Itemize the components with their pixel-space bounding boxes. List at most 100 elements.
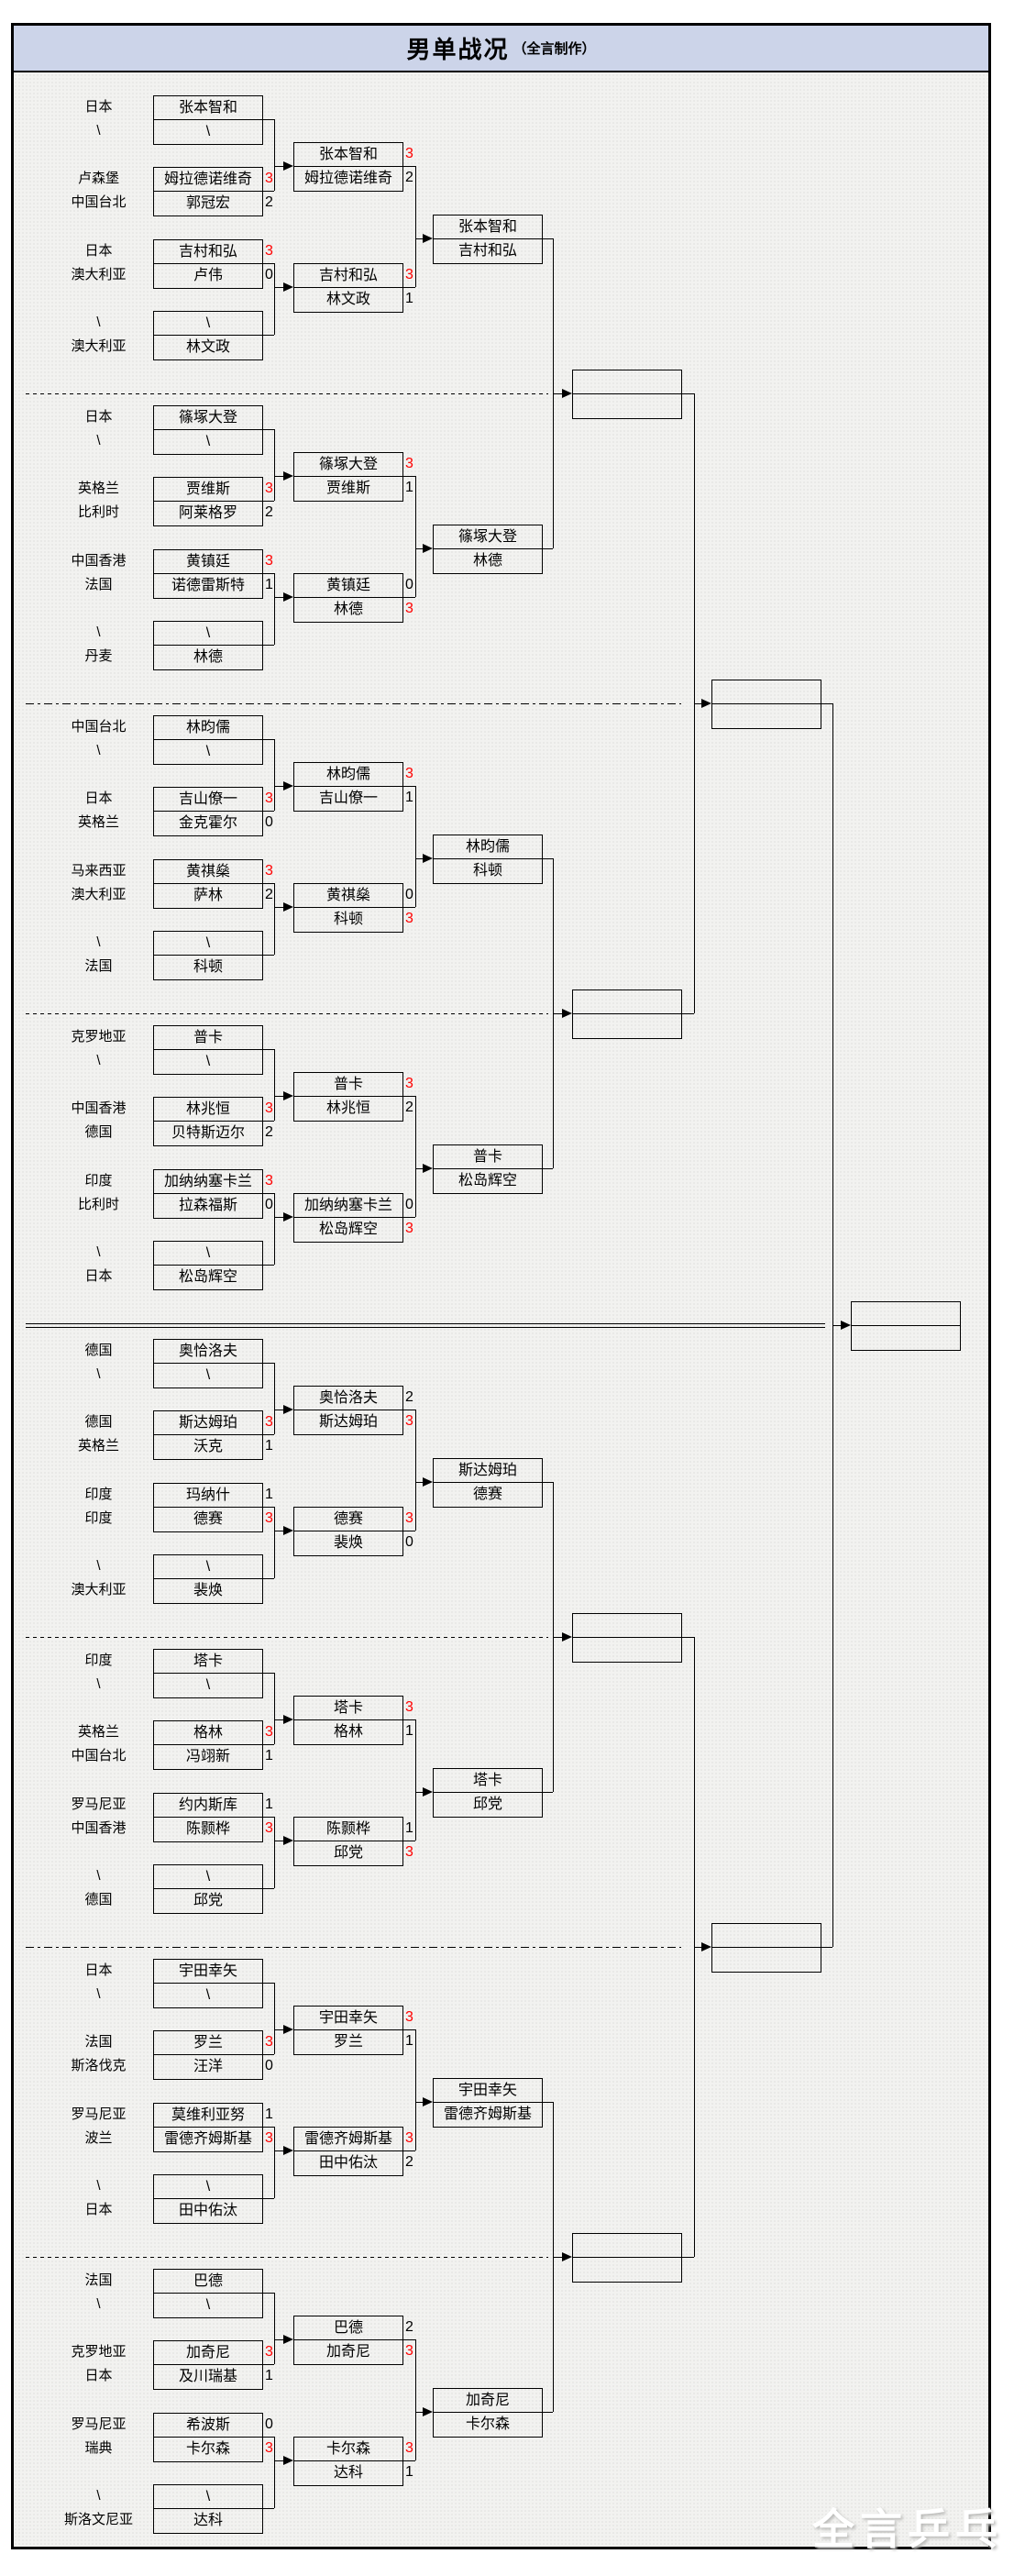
player-name: 张本智和 (154, 96, 262, 120)
middle-divider-double (26, 1323, 825, 1328)
quarterfinal-box (572, 1613, 682, 1663)
country-label: \ (96, 743, 101, 758)
player-name: 斯达姆珀 (154, 1411, 262, 1435)
connector-line (543, 1482, 553, 1483)
country-label: 日本 (84, 2202, 113, 2217)
round1-match-box: 莫维利亚努雷德齐姆斯基 (153, 2103, 263, 2152)
connector-line (403, 2029, 415, 2030)
score: 3 (265, 2344, 273, 2360)
connector-line (274, 1363, 275, 1434)
country-label: 澳大利亚 (71, 887, 127, 902)
country-label: \ (96, 1868, 101, 1884)
player-name (852, 1302, 960, 1326)
player-name (852, 1326, 960, 1350)
player-name: 贾维斯 (325, 481, 370, 496)
score: 3 (405, 1413, 413, 1429)
player-name: 萨林 (193, 888, 223, 903)
connector-line (403, 1719, 415, 1720)
player-name: 德赛 (193, 1511, 223, 1527)
round1-match-box: 贾维斯阿莱格罗 (153, 477, 263, 526)
country-label: 中国香港 (71, 1820, 127, 1836)
connector-line (263, 1744, 274, 1745)
connector-line (274, 2127, 275, 2198)
score: 3 (405, 1699, 413, 1715)
player-name: \ (205, 2297, 211, 2313)
player-name: 斯达姆珀 (434, 1459, 542, 1483)
connector-line (543, 238, 553, 239)
connector-line (274, 2437, 275, 2508)
round3-pairing-box: 宇田幸矢雷德齐姆斯基 (433, 2078, 543, 2128)
country-label: \ (96, 123, 101, 138)
connector-line (274, 476, 284, 477)
country-label: 斯洛伐克 (71, 2058, 127, 2073)
quarterfinal-box (572, 2233, 682, 2283)
section-divider-dashed (26, 2257, 548, 2258)
arrow-icon (283, 1091, 293, 1100)
arrow-icon (283, 2146, 293, 2155)
arrow-icon (701, 699, 711, 708)
score: 0 (265, 2416, 273, 2432)
round1-match-box: 姆拉德诺维奇郭冠宏 (153, 167, 263, 216)
round2-match-box: 陈颢桦邱党 (293, 1817, 403, 1866)
player-name: 普卡 (154, 1026, 262, 1050)
player-name: 黄祺燊 (294, 884, 402, 908)
connector-line (274, 1673, 275, 1744)
country-label: 马来西亚 (71, 863, 127, 879)
connector-line (263, 2364, 274, 2365)
player-name: 雷德齐姆斯基 (443, 2106, 532, 2122)
score: 0 (405, 1197, 413, 1212)
country-label: 斯洛文尼亚 (63, 2512, 133, 2527)
score: 2 (265, 1124, 273, 1140)
watermark: 全言乒乓 (812, 2505, 1003, 2553)
connector-line (403, 166, 415, 167)
player-name: 雷德齐姆斯基 (294, 2128, 402, 2151)
connector-line (274, 1096, 284, 1097)
round3-pairing-box: 加奇尼卡尔森 (433, 2388, 543, 2438)
arrow-icon (423, 1477, 433, 1487)
player-name: 罗兰 (333, 2034, 363, 2050)
connector-line (274, 1049, 275, 1121)
connector-line (403, 2150, 415, 2151)
round1-match-box: 玛纳什德赛 (153, 1483, 263, 1532)
connector-line (263, 573, 274, 574)
arrow-icon (283, 1526, 293, 1535)
player-name: 林文政 (185, 339, 230, 355)
connector-line (403, 1217, 415, 1218)
player-name: \ (154, 622, 262, 646)
player-name: 奥恰洛夫 (294, 1387, 402, 1410)
connector-line (263, 1507, 274, 1508)
connector-line (263, 1265, 274, 1266)
player-name (573, 394, 681, 418)
round3-pairing-box: 斯达姆珀德赛 (433, 1458, 543, 1508)
score: 1 (405, 1820, 413, 1836)
player-name (712, 704, 821, 728)
connector-line (415, 2339, 416, 2460)
country-label: \ (96, 934, 101, 950)
arrow-icon (562, 1009, 572, 1018)
country-label: 德国 (84, 1124, 113, 1140)
round2-match-box: 加纳纳塞卡兰松岛辉空 (293, 1193, 403, 1243)
country-label: 日本 (84, 1268, 113, 1284)
player-name: 希波斯 (154, 2414, 262, 2438)
round1-match-box: 吉山僚一金克霍尔 (153, 787, 263, 836)
country-label: \ (96, 2296, 101, 2312)
connector-line (403, 287, 415, 288)
player-name: 加奇尼 (325, 2344, 370, 2360)
score: 2 (405, 2319, 413, 2335)
connector-line (263, 1888, 274, 1889)
connector-line (543, 548, 553, 549)
connector-line (274, 2029, 284, 2030)
connector-line (274, 2339, 284, 2340)
player-name: \ (205, 434, 211, 449)
connector-line (263, 429, 274, 430)
country-label: 波兰 (84, 2130, 113, 2146)
arrow-icon (283, 2025, 293, 2034)
round1-match-box: 宇田幸矢\ (153, 1959, 263, 2008)
score: 3 (405, 1844, 413, 1860)
player-name: \ (154, 312, 262, 336)
country-label: \ (96, 1676, 101, 1692)
country-label: 中国香港 (71, 553, 127, 569)
connector-line (821, 1947, 832, 1948)
round3-pairing-box: 篠塚大登林德 (433, 525, 543, 574)
connector-line (274, 907, 284, 908)
